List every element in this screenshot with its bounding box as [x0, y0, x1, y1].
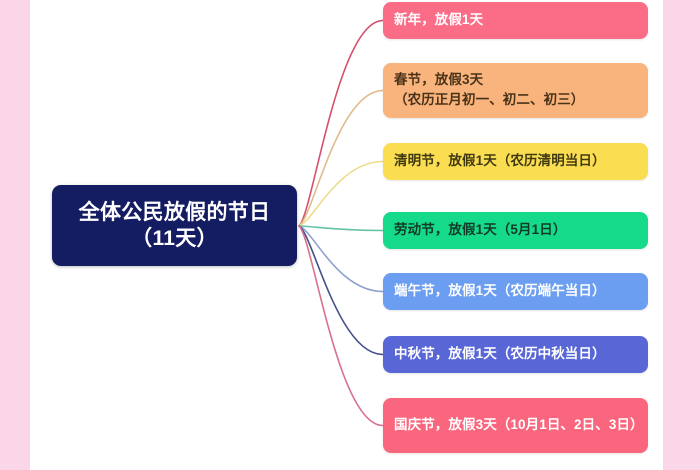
branch-node[interactable]: 端午节，放假1天（农历端午当日）	[383, 273, 648, 310]
branch-node[interactable]: 劳动节，放假1天（5月1日）	[383, 212, 648, 249]
branch-node[interactable]: 清明节，放假1天（农历清明当日）	[383, 143, 648, 180]
branch-node-label: 清明节，放假1天（农历清明当日）	[394, 153, 606, 169]
root-node-title: 全体公民放假的节日	[78, 200, 271, 224]
root-node[interactable]: 全体公民放假的节日 （11天）	[52, 185, 297, 266]
branch-node[interactable]: 春节，放假3天（农历正月初一、初二、初三）	[383, 63, 648, 118]
branch-node-label: 端午节，放假1天（农历端午当日）	[394, 283, 606, 299]
root-node-subtitle: （11天）	[131, 226, 218, 250]
branch-node-label: 新年，放假1天	[394, 12, 484, 28]
branch-node-label: 春节，放假3天（农历正月初一、初二、初三）	[394, 72, 585, 107]
branch-node-label: 中秋节，放假1天（农历中秋当日）	[394, 346, 606, 362]
branch-node[interactable]: 中秋节，放假1天（农历中秋当日）	[383, 336, 648, 373]
branch-node[interactable]: 新年，放假1天	[383, 2, 648, 39]
branch-node-label: 国庆节，放假3天（10月1日、2日、3日）	[394, 417, 644, 433]
branch-node[interactable]: 国庆节，放假3天（10月1日、2日、3日）	[383, 398, 648, 453]
branch-node-label: 劳动节，放假1天（5月1日）	[394, 222, 567, 238]
